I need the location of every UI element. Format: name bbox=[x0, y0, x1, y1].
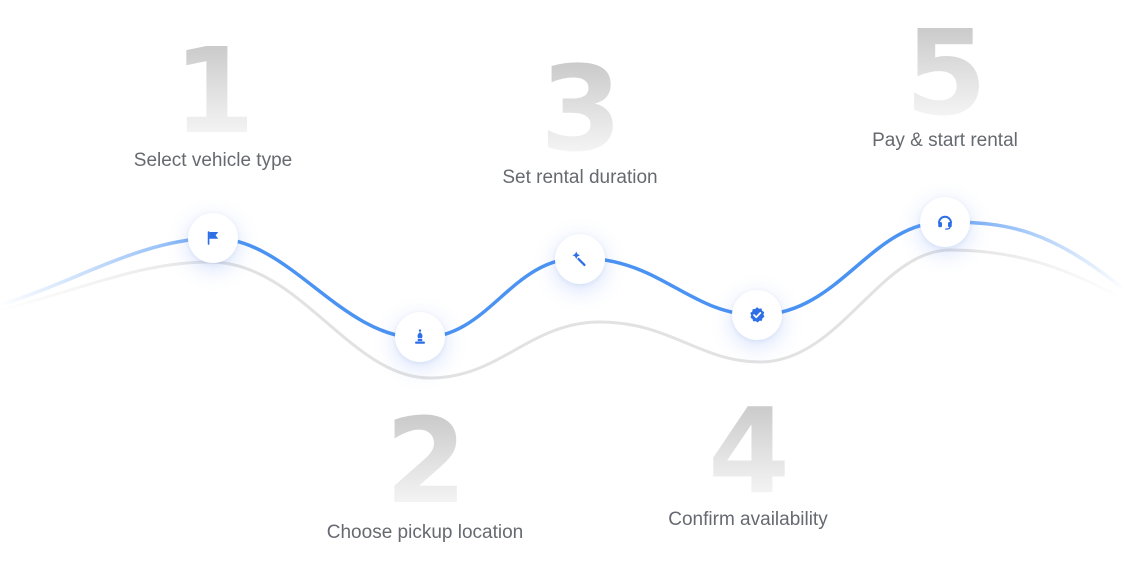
headset-icon bbox=[938, 215, 952, 230]
step-4-node[interactable] bbox=[732, 290, 782, 340]
step-3-node[interactable] bbox=[555, 234, 605, 284]
step-4-label: Confirm availability bbox=[668, 509, 828, 530]
step-4-number: 4 bbox=[678, 392, 818, 510]
chess-bishop-icon bbox=[415, 329, 425, 344]
step-5-number: 5 bbox=[875, 14, 1015, 132]
step-2-node[interactable] bbox=[395, 312, 445, 362]
badge-check-icon bbox=[750, 307, 765, 323]
step-1-node[interactable] bbox=[188, 213, 238, 263]
flag-icon bbox=[207, 231, 219, 245]
step-2-label: Choose pickup location bbox=[326, 522, 524, 543]
step-1-label: Select vehicle type bbox=[133, 150, 293, 171]
magic-wand-icon bbox=[572, 251, 586, 267]
step-5-label: Pay & start rental bbox=[872, 130, 1018, 151]
step-3-number: 3 bbox=[510, 50, 650, 168]
step-2-number: 2 bbox=[355, 402, 495, 520]
step-3-label: Set rental duration bbox=[502, 167, 658, 188]
step-1-number: 1 bbox=[143, 32, 283, 150]
step-5-node[interactable] bbox=[920, 197, 970, 247]
